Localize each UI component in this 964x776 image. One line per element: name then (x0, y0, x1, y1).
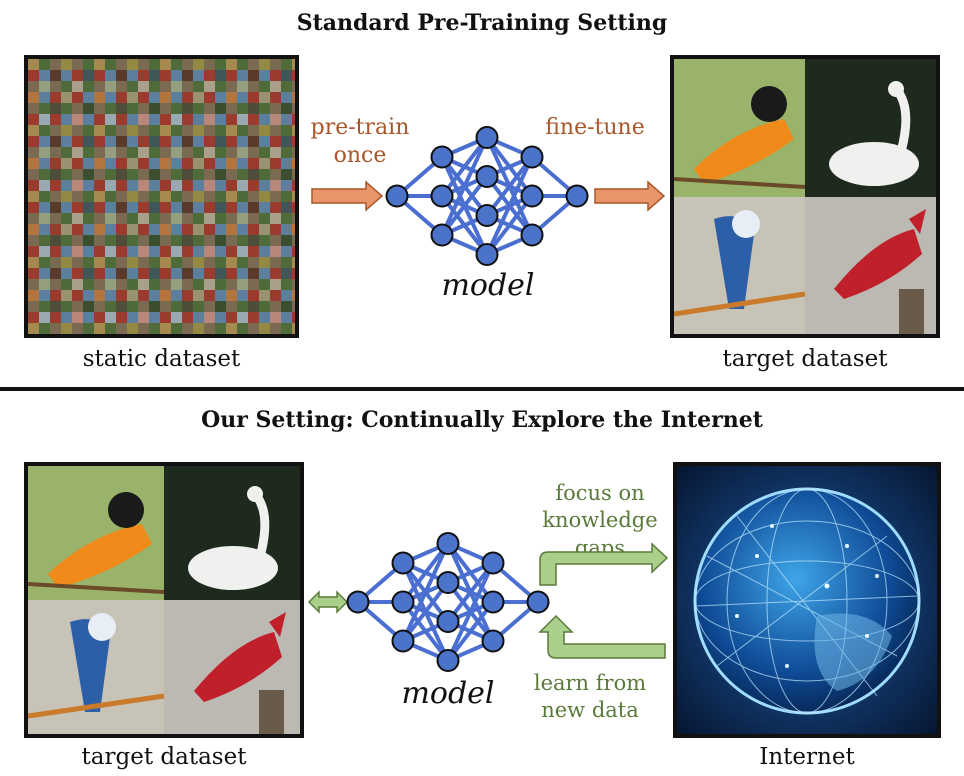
static-dataset-caption: static dataset (82, 346, 241, 372)
network-edge (485, 155, 534, 217)
network-node (481, 551, 505, 575)
bottom-target-dataset-image (24, 462, 304, 738)
section-divider (0, 387, 964, 391)
bottom-network (307, 532, 669, 672)
network-edge (401, 542, 450, 604)
double-arrow-icon (307, 590, 349, 614)
arrow-right-icon (594, 180, 666, 212)
learn-label-line1: learn from (533, 671, 647, 695)
top-network (311, 126, 666, 266)
network-node (385, 184, 409, 208)
image-mosaic-icon (28, 59, 295, 334)
network-node (475, 204, 499, 227)
internet-caption: Internet (759, 744, 855, 770)
finetune-label: fine-tune (545, 115, 645, 140)
network-edge (446, 562, 495, 662)
network-node (436, 571, 460, 594)
pretrain-label-line2: once (333, 142, 387, 168)
network-node (391, 590, 415, 614)
network-edge (440, 175, 489, 237)
top-target-caption: target dataset (722, 346, 888, 372)
bird-photos-icon (674, 59, 936, 334)
network-node (520, 184, 544, 208)
network-node (520, 145, 544, 169)
network-node (526, 590, 550, 614)
static-dataset-image (24, 55, 299, 338)
network-node (475, 243, 499, 266)
network-edge (401, 542, 450, 642)
network-edge (485, 156, 534, 256)
arrow-from-internet-icon (538, 614, 666, 659)
network-node (346, 590, 370, 614)
arrow-to-internet-icon (539, 542, 669, 586)
internet-image (673, 462, 941, 738)
network-edge (446, 561, 495, 623)
glowing-globe-network-icon (677, 466, 937, 734)
network-node (481, 590, 505, 614)
network-node (481, 629, 505, 653)
network-edge (446, 600, 495, 662)
network-node (565, 184, 589, 208)
top-target-dataset-image (670, 55, 940, 338)
network-node (391, 551, 415, 575)
network-node (436, 649, 460, 672)
network-edge (485, 194, 534, 256)
learn-label: learn from new data (510, 670, 670, 725)
bottom-model-label: model (401, 676, 495, 711)
network-edge (401, 581, 450, 643)
network-node (475, 126, 499, 149)
top-title: Standard Pre-Training Setting (296, 10, 668, 36)
network-node (430, 223, 454, 247)
focus-label-line1: focus on (555, 481, 645, 505)
bottom-title: Our Setting: Continually Explore the Int… (201, 407, 763, 433)
network-edge (440, 136, 489, 198)
pretrain-label-line1: pre-train (310, 115, 410, 140)
network-node (430, 145, 454, 169)
network-node (391, 629, 415, 653)
arrow-right-icon (311, 180, 384, 212)
network-node (475, 165, 499, 188)
network-node (520, 223, 544, 247)
network-node (430, 184, 454, 208)
bottom-target-caption: target dataset (81, 744, 247, 770)
network-node (436, 532, 460, 555)
pretrain-label: pre-train once (300, 114, 420, 169)
top-model-label: model (441, 268, 535, 303)
network-edge (440, 136, 489, 236)
learn-label-line2: new data (541, 698, 639, 723)
network-node (436, 610, 460, 633)
bird-photos-icon (28, 466, 300, 734)
